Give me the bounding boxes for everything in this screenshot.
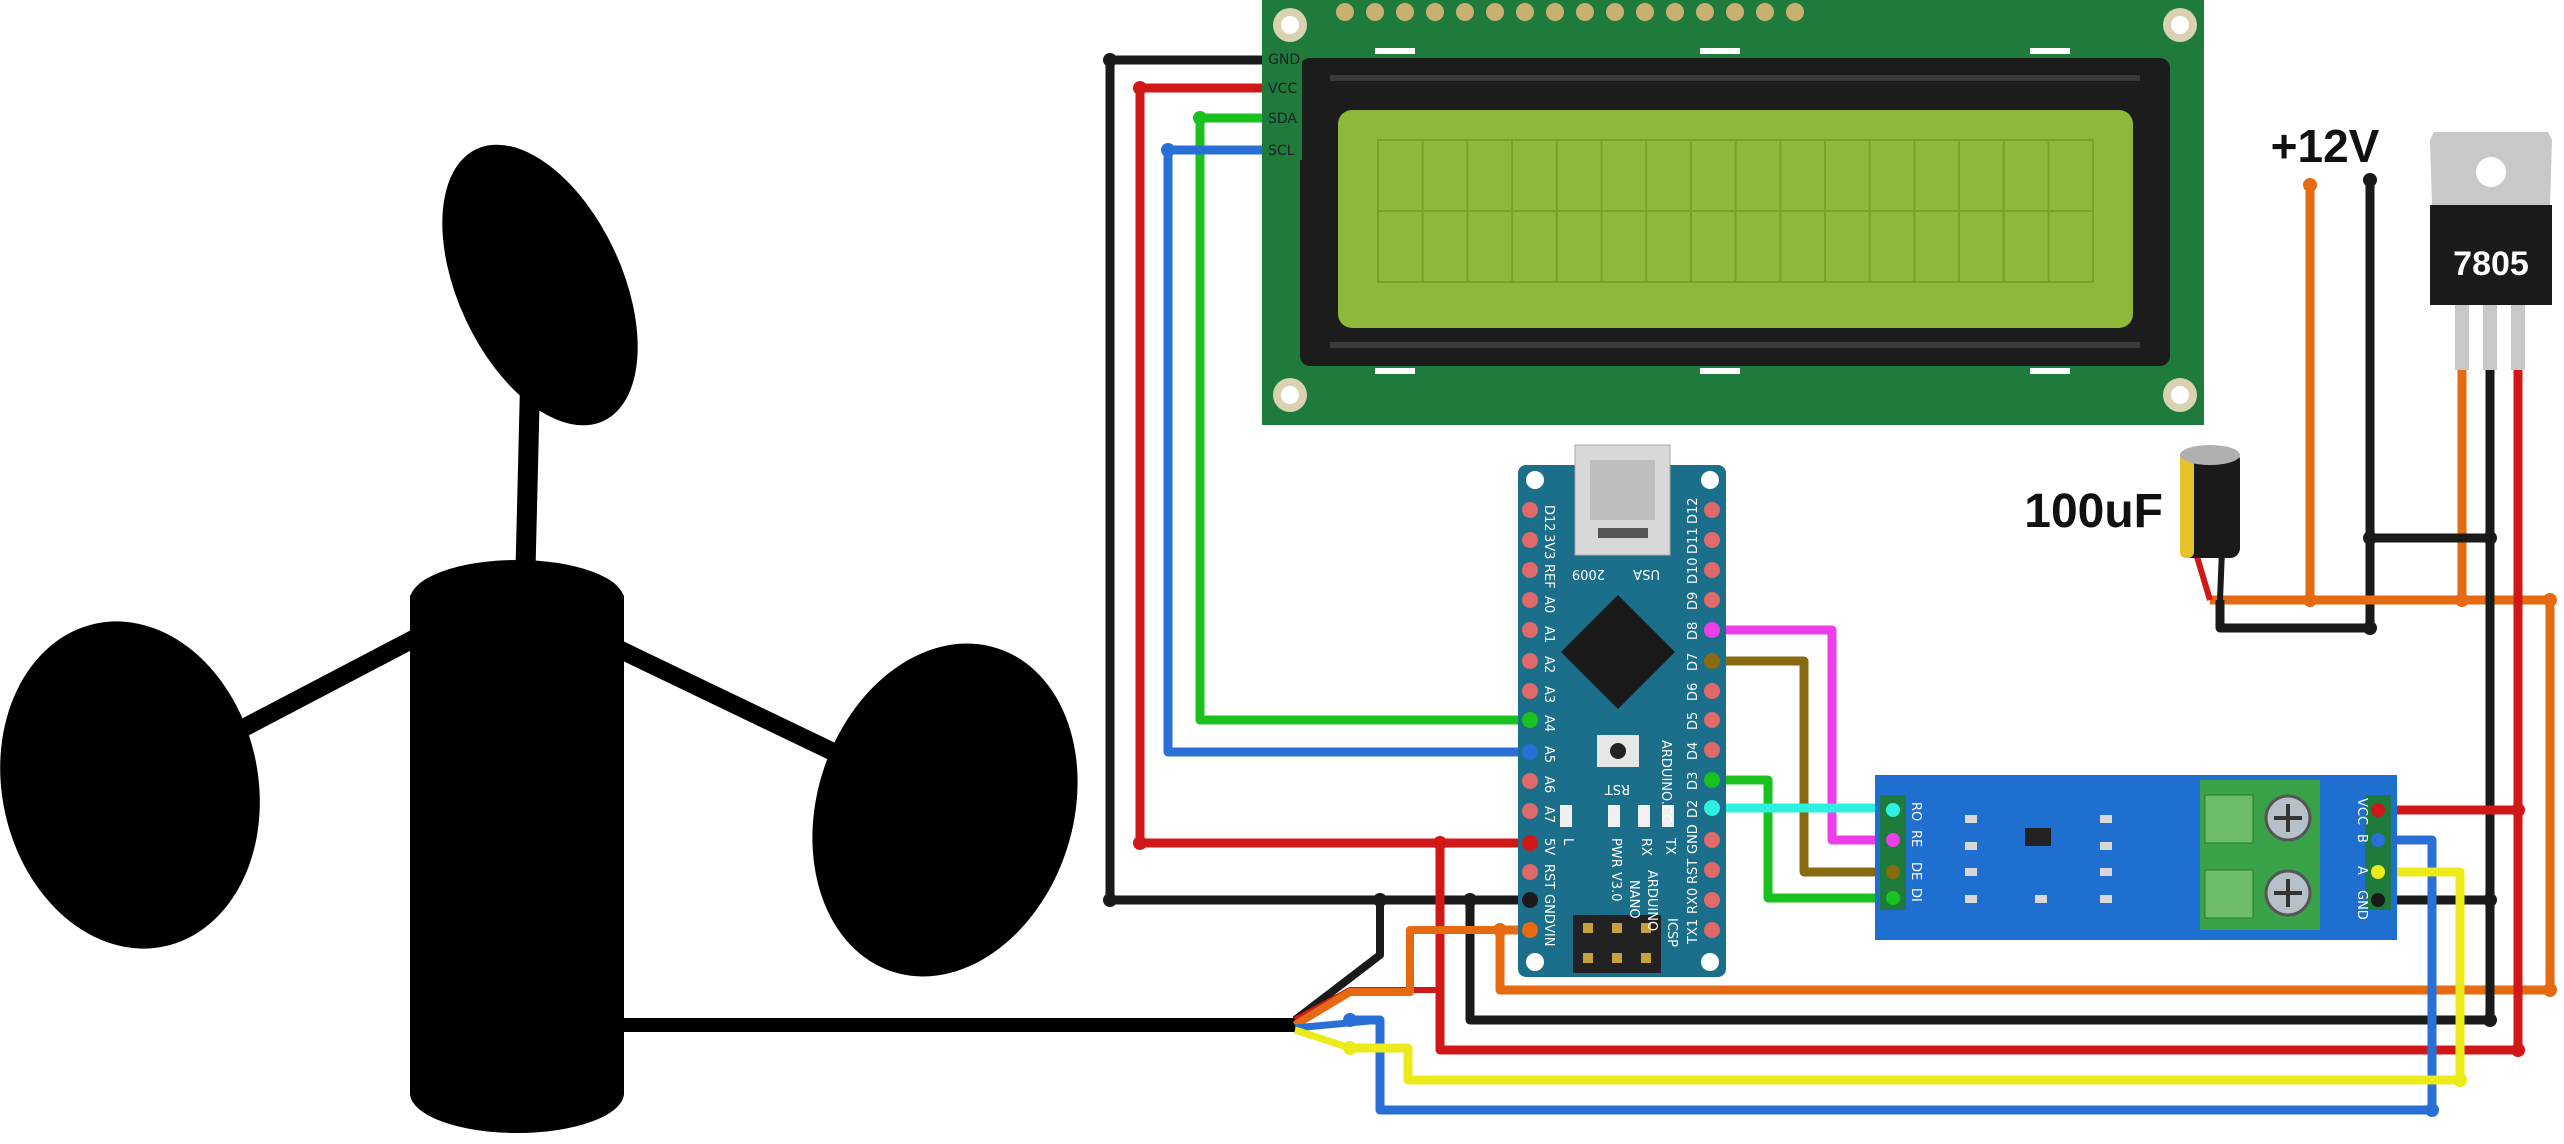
board-text-icsp: ICSP [1664,918,1679,947]
board-text-led-rx: RX [1638,838,1653,856]
pin-label: D8 [1686,622,1701,640]
rs485-module: RO RE DE DI VCC B A GND [1875,775,2397,940]
pin-label: 3V3 [1541,534,1556,559]
pin-label: A1 [1541,626,1556,643]
regulator-label: 7805 [2453,245,2529,283]
board-text-model: ARDUINO [1644,870,1659,931]
pin-label: A6 [1541,776,1556,793]
pin-label: 5V [1541,838,1556,855]
rs485-pin-di: DI [1908,888,1923,902]
lcd-pin-sda: SDA [1268,111,1297,127]
wire-lcd-vcc [1135,83,1530,848]
board-text-led-pwr: PWR [1608,838,1623,868]
pin-label: D12 [1541,505,1556,532]
pin-label: D12 [1686,497,1701,524]
wire-reg-out [1435,355,2523,1055]
capacitor-label: 100uF [2024,485,2163,538]
pin-label: RST [1541,864,1556,889]
wire-anem-yellow [1293,1026,1352,1052]
wires [1105,55,2555,1115]
board-text-site: ARDUINO.CC [1658,740,1673,823]
pin-label: RST [1686,859,1701,884]
wire-lcd-sda [1195,113,1530,725]
arduino-right-pin-labels: D12 D11 D10 D9 D8 D7 D6 D5 D4 D3 D2 GND … [1686,497,1701,945]
rs485-pin-vcc: VCC [2354,798,2369,825]
wire-anem-blue [1294,1016,1381,1032]
rs485-pin-a: A [2354,866,2369,875]
rs485-pin-de: DE [1908,862,1923,880]
pin-label: D2 [1686,800,1701,818]
pin-label: D6 [1686,683,1701,701]
pin-label: A0 [1541,596,1556,613]
arduino-left-pin-labels: D12 3V3 REF A0 A1 A2 A3 A4 A5 A6 A7 5V R… [1541,505,1556,946]
lcd-pin-gnd: GND [1268,52,1300,68]
lcd-pin-scl: SCL [1268,143,1295,159]
wire-d8-re [1710,625,1890,845]
pin-label: A3 [1541,686,1556,703]
pin-label: A7 [1541,806,1556,823]
pin-label: D4 [1686,742,1701,760]
wire-anem-black [1292,900,1384,1024]
rs485-pin-re: RE [1908,830,1923,847]
pin-label: A5 [1541,746,1556,763]
lcd-pin-vcc: VCC [1268,81,1297,97]
pin-label: GND [1541,894,1556,924]
rs485-pin-ro: RO [1908,802,1923,821]
board-text-rst: RST [1605,781,1630,796]
wire-12v-gnd [2215,180,2375,633]
capacitor: 100uF [2024,445,2240,601]
lcd-character-grid [1377,139,2094,283]
pin-label: TX1 [1686,919,1701,945]
board-text-usa: USA [1633,566,1660,581]
board-text-year: 2009 [1572,566,1605,581]
anemometer-icon [0,144,1295,1133]
wire-rs485-a [1350,867,2465,1085]
wire-lcd-gnd [1105,55,1530,905]
wire-d7-de [1710,656,1890,877]
arduino-nano: D12 3V3 REF A0 A1 A2 A3 A4 A5 A6 A7 5V R… [1518,444,1726,977]
supply-label: +12V [2271,120,2380,172]
pin-label: A4 [1541,715,1556,732]
wire-anem-orange [1292,926,1530,1029]
lcd-header-pins [1336,3,1804,21]
pin-label: A2 [1541,656,1556,673]
rs485-pin-b: B [2354,834,2369,843]
pin-label: D9 [1686,592,1701,610]
pin-label: RX0 [1686,888,1701,914]
board-text-led-tx: TX [1662,837,1677,855]
pin-label: REF [1541,564,1556,589]
pin-label: D3 [1686,772,1701,790]
lcd-module: GND VCC SDA SCL [1262,0,2204,425]
wire-junctions [1103,53,2557,1117]
wire-lcd-scl [1163,145,1530,757]
pin-label: D10 [1686,557,1701,584]
pin-label: D7 [1686,653,1701,671]
pin-label: GND [1686,824,1701,854]
arduino-right-pads [1704,502,1720,938]
wire-d3-di [1710,775,1890,903]
board-text-nano: NANO [1626,880,1641,919]
board-text-led-l: L [1560,838,1575,846]
pin-label: D11 [1686,527,1701,554]
arduino-left-pads [1522,502,1538,938]
wire-reg-gnd [1465,355,2495,1025]
pin-label: D5 [1686,712,1701,730]
pin-label: VIN [1541,924,1556,946]
board-text-version: V3.0 [1608,872,1623,902]
rs485-pin-gnd: GND [2354,890,2369,920]
voltage-regulator: 7805 [2430,132,2552,370]
